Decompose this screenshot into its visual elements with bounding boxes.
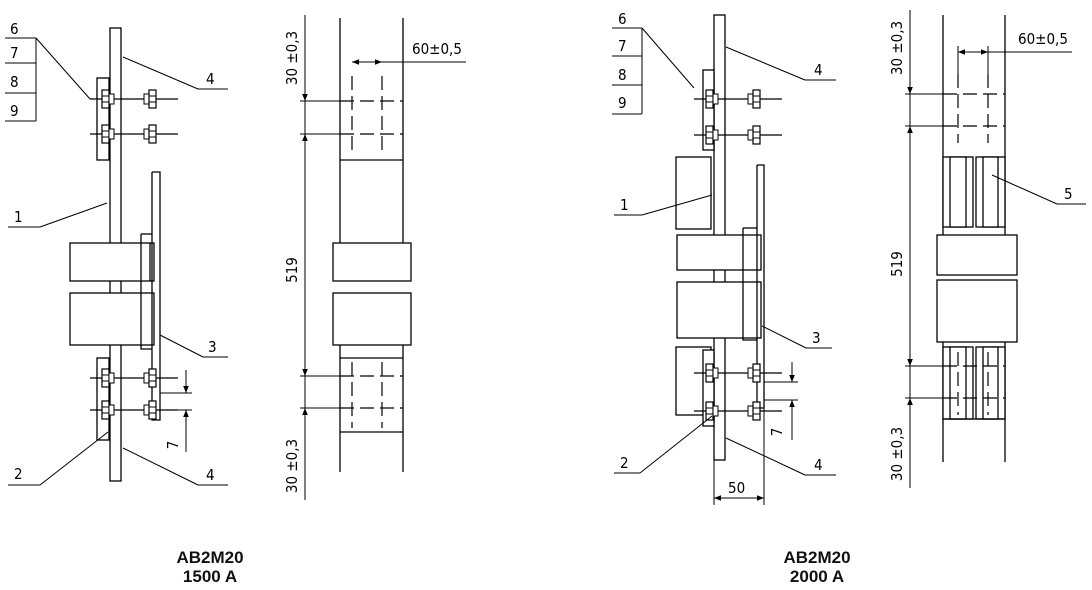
dim-length: 519 xyxy=(283,257,301,283)
side-block-upper xyxy=(675,156,712,230)
callout-6: 6 xyxy=(618,10,627,28)
front-view-2000: 30 ±0,3 519 30 ±0,3 60±0,5 5 xyxy=(888,10,1086,488)
caption-model: AB2M20 xyxy=(783,548,851,567)
callout-6: 6 xyxy=(10,20,19,38)
dim-bottom: 30 ±0,3 xyxy=(283,439,301,493)
callout-4-bottom: 4 xyxy=(206,466,215,484)
callout-8: 8 xyxy=(10,73,19,91)
dim-bottom: 30 ±0,3 xyxy=(888,427,906,481)
callout-9: 9 xyxy=(10,102,19,120)
crossbar-upper xyxy=(69,242,155,282)
crossbar-lower xyxy=(676,281,762,339)
dim-spacing: 60±0,5 xyxy=(1018,30,1068,48)
dim-spacing: 60±0,5 xyxy=(412,40,462,58)
callout-4-top: 4 xyxy=(814,61,823,79)
side-view-2000: 6 7 8 9 7 50 1 xyxy=(612,10,836,505)
front-view-1500: 30 ±0,3 519 30 ±0,3 60±0,5 xyxy=(283,15,466,500)
caption-1500: AB2M20 1500 A xyxy=(130,548,290,586)
dim-top: 30 ±0,3 xyxy=(888,21,906,75)
callout-1: 1 xyxy=(620,196,629,214)
callout-7: 7 xyxy=(10,44,19,62)
caption-2000: AB2M20 2000 A xyxy=(737,548,897,586)
callout-table-2000: 6 7 8 9 xyxy=(612,10,695,115)
callout-4-top: 4 xyxy=(206,70,215,88)
dim-offset-7: 7 xyxy=(164,441,182,450)
side-view-1500: 6 7 8 9 7 1 2 xyxy=(5,20,228,486)
dim-top: 30 ±0,3 xyxy=(283,31,301,85)
crossbar-upper xyxy=(676,234,762,271)
caption-model: AB2M20 xyxy=(176,548,244,567)
caption-rating: 2000 A xyxy=(789,567,845,586)
callout-2: 2 xyxy=(620,454,629,472)
caption-rating: 1500 A xyxy=(182,567,238,586)
callout-3: 3 xyxy=(208,338,217,356)
crossbar-lower xyxy=(69,292,155,346)
bottom-plate xyxy=(702,349,715,427)
callout-2: 2 xyxy=(14,465,23,483)
callout-8: 8 xyxy=(618,66,627,84)
callout-4-bottom: 4 xyxy=(814,456,823,474)
dim-width-50: 50 xyxy=(728,479,745,497)
callout-1: 1 xyxy=(14,208,23,226)
top-plate xyxy=(702,69,715,151)
dim-offset-7: 7 xyxy=(768,428,786,437)
dim-length: 519 xyxy=(888,251,906,277)
callout-9: 9 xyxy=(618,94,627,112)
callout-7: 7 xyxy=(618,37,627,55)
callout-5: 5 xyxy=(1064,185,1073,203)
angle-bracket xyxy=(151,171,161,421)
callout-3: 3 xyxy=(812,329,821,347)
callout-table-1500: 6 7 8 9 xyxy=(5,20,91,122)
